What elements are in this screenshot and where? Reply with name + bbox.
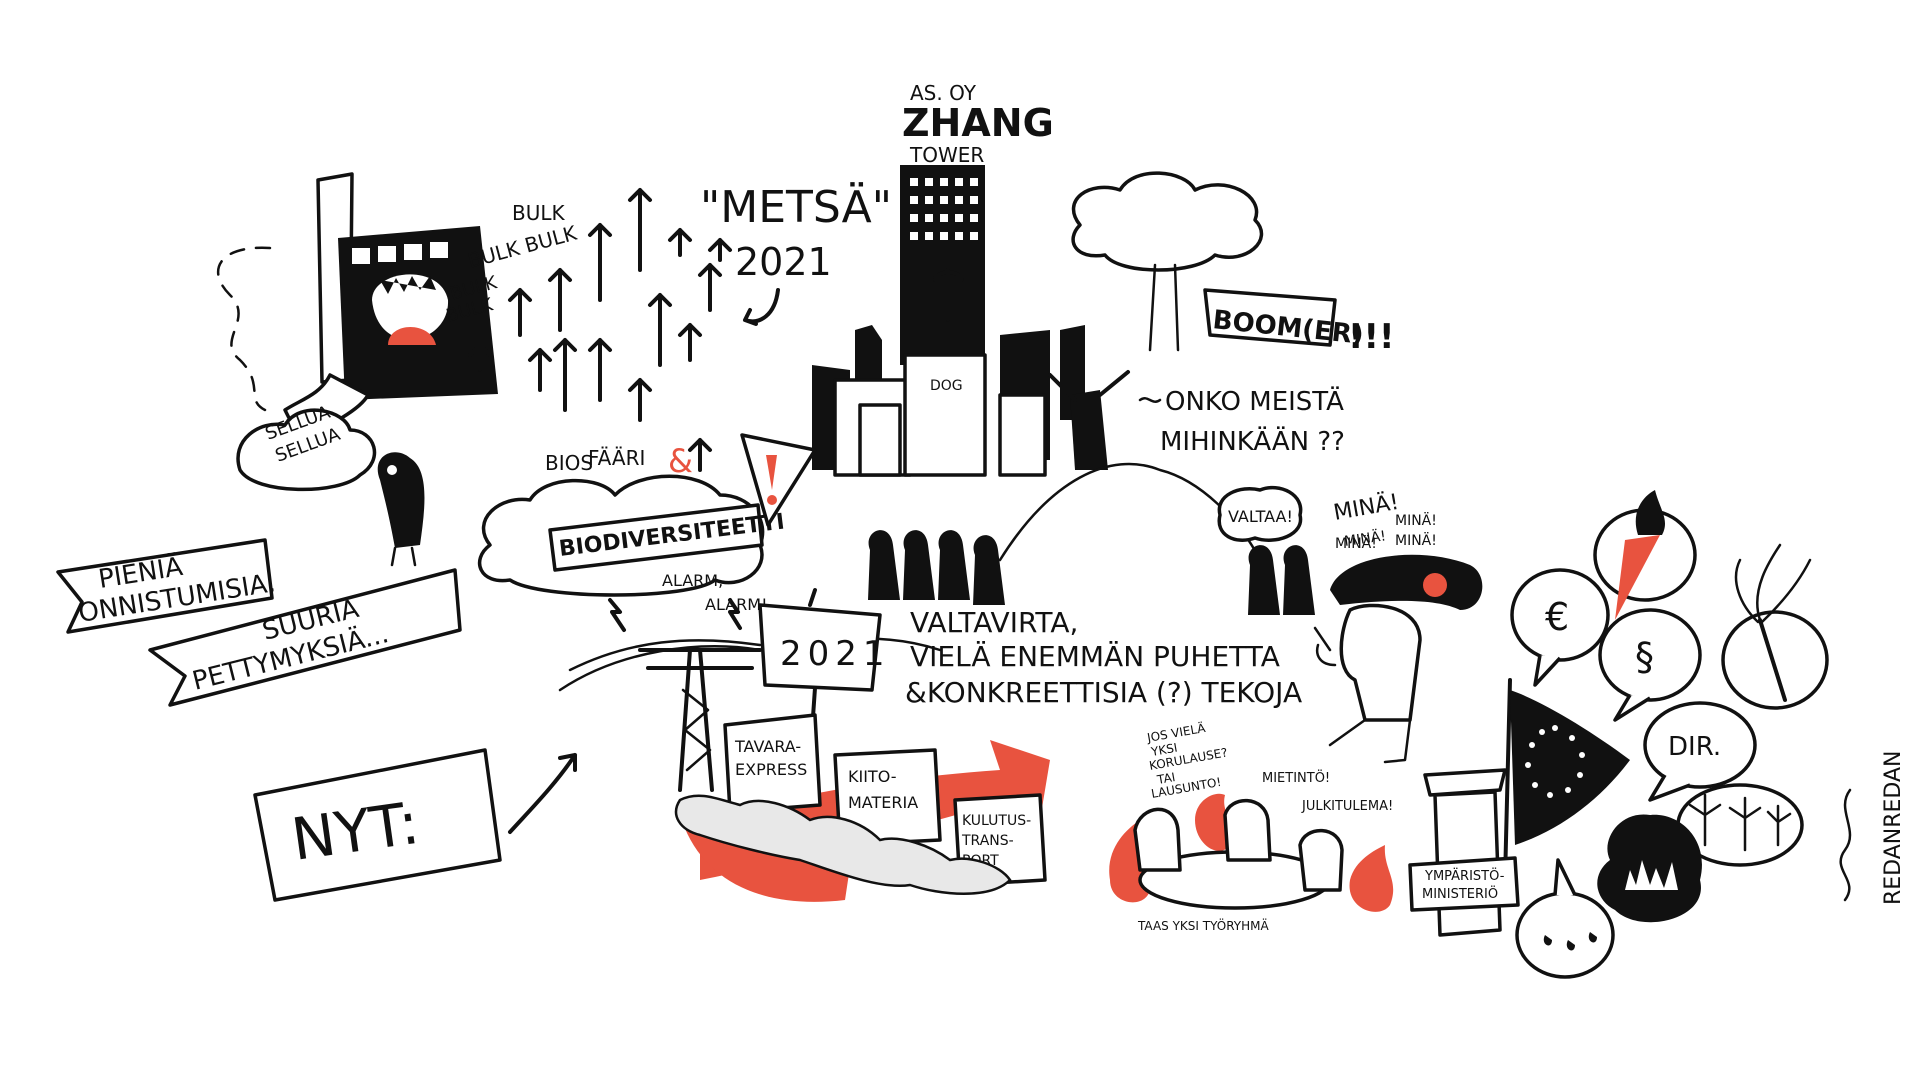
- dir-label: DIR.: [1668, 732, 1721, 762]
- sign-year: 2021: [780, 634, 891, 674]
- mina-label: MINÄ!: [1343, 526, 1387, 550]
- meeting-quote: YKSI: [1149, 741, 1178, 760]
- forest-year: 2021: [735, 240, 832, 284]
- bubble-dir: DIR.: [1643, 701, 1757, 802]
- bios-label: BIOS: [545, 451, 593, 475]
- forest-pointer: [743, 288, 780, 326]
- mina-label: MINÄ!: [1395, 511, 1437, 529]
- euro-symbol: €: [1545, 595, 1569, 639]
- now-box: NYT:: [253, 748, 577, 902]
- bubble-paragraph: §: [1598, 608, 1702, 722]
- smoke-dashes: [217, 246, 272, 412]
- question-line: ONKO MEISTÄ: [1165, 385, 1344, 417]
- city-skyline: DOG: [812, 325, 1085, 477]
- factory-tongue: [388, 326, 436, 345]
- factory-teeth: [380, 276, 436, 294]
- mainstream-line: VIELÄ ENEMMÄN PUHETTA: [910, 640, 1280, 673]
- valtaa-label: VALTAA!: [1228, 507, 1293, 526]
- factory-window: [352, 248, 370, 264]
- crow: [377, 452, 425, 567]
- meeting-quote: TAI: [1155, 770, 1176, 787]
- ministry-label: YMPÄRISTÖ-: [1424, 867, 1505, 884]
- eu-flag: [1510, 690, 1630, 845]
- mainstream-line: &KONKREETTISIA (?) TEKOJA: [905, 676, 1302, 709]
- meeting-caption: TAAS YKSI TYÖRYHMÄ: [1137, 917, 1269, 933]
- forest-title: "METSÄ": [700, 181, 892, 233]
- pulp-cloud: [236, 408, 377, 492]
- tower-line: TOWER: [909, 143, 984, 167]
- truck-label: MATERIA: [848, 793, 918, 812]
- bubble-drops: [1515, 858, 1615, 979]
- bubble-fire: [1597, 814, 1702, 923]
- napoleon-figure: [1313, 554, 1483, 764]
- warning-triangle: [740, 433, 817, 527]
- amp-sign: &: [668, 442, 693, 480]
- flag-stars: [1525, 725, 1585, 798]
- paragraph-symbol: §: [1635, 635, 1654, 679]
- building-sign: DOG: [930, 378, 963, 394]
- factory-window: [404, 244, 422, 260]
- bubble-euro: €: [1510, 568, 1610, 687]
- meeting-quote: JULKITULEMA!: [1301, 799, 1393, 814]
- banner-ribbon: PIENIÄ ONNISTUMISIA, SUURIA PETTYMYKSIÄ.…: [56, 538, 462, 707]
- boom-label-box: BOOM(ER) !!!: [1203, 288, 1395, 357]
- signature-brand: REDANREDAN: [1881, 751, 1906, 906]
- truck-convoy: TAVARA- EXPRESS KIITO- MATERIA KULUTUS- …: [674, 713, 1050, 902]
- mushroom-cloud: [1071, 171, 1264, 352]
- alarm-label: ALARM!: [705, 595, 768, 614]
- factory-window: [378, 246, 396, 262]
- truck-label: TRANS-: [961, 833, 1014, 849]
- speech-bubble-valtaa: [1217, 485, 1303, 542]
- tower-name: ZHANG: [902, 101, 1054, 145]
- bulk-label: BULK: [512, 201, 566, 225]
- zhang-tower: AS. OY ZHANG TOWER: [900, 81, 1054, 365]
- power-pole: [558, 598, 942, 792]
- question-tilde: [1138, 397, 1162, 403]
- bubble-windmills: [1676, 783, 1804, 867]
- truck-label: KULUTUS-: [962, 813, 1031, 829]
- tower-line: AS. OY: [910, 81, 977, 105]
- alarm-label: ALARM,: [662, 571, 723, 590]
- bubble-carrot: [1593, 490, 1697, 620]
- exhaust-clouds: [674, 794, 1012, 895]
- truck-1: TAVARA- EXPRESS: [723, 713, 822, 814]
- artist-signature: REDANREDAN: [1839, 751, 1906, 906]
- boom-text: BOOM(ER): [1211, 305, 1365, 351]
- question-line: MIHINKÄÄN ??: [1160, 425, 1345, 457]
- working-group-meeting: JOS VIELÄ YKSI KORULAUSE? TAI LAUSUNTO! …: [1109, 720, 1393, 933]
- mainstream-line: VALTAVIRTA,: [910, 606, 1078, 639]
- crowd-hill: VALTAA! MINÄ! MINÄ! MINÄ! MINÄ! MINÄ!: [868, 462, 1437, 615]
- truck-label: TAVARA-: [734, 737, 801, 756]
- factory-window: [430, 242, 448, 258]
- mina-label: MINÄ!: [1335, 534, 1377, 552]
- factory-mouth: [372, 274, 449, 340]
- pulp-factory: BULK BULK BULK BULK BULK SELLUA SELLUA: [217, 172, 580, 492]
- mina-label: MINÄ!: [1332, 489, 1401, 526]
- mina-label: MINÄ!: [1395, 531, 1437, 549]
- forest-arrows: [468, 188, 732, 472]
- truck-2: KIITO- MATERIA: [833, 748, 942, 847]
- cheering-figure: [1048, 370, 1130, 470]
- boom-marks: !!!: [1348, 317, 1395, 357]
- meeting-quote: MIETINTÖ!: [1262, 769, 1330, 786]
- faari-label: FÄÄRI: [588, 446, 645, 470]
- truck-label: EXPRESS: [735, 760, 807, 779]
- truck-label: KIITO-: [848, 767, 897, 786]
- ministry-label: MINISTERIÖ: [1422, 885, 1498, 902]
- bubble-torch: [1721, 543, 1829, 710]
- bulk-label: BULK BULK: [465, 221, 580, 273]
- ministry: YMPÄRISTÖ- MINISTERIÖ: [1408, 678, 1630, 937]
